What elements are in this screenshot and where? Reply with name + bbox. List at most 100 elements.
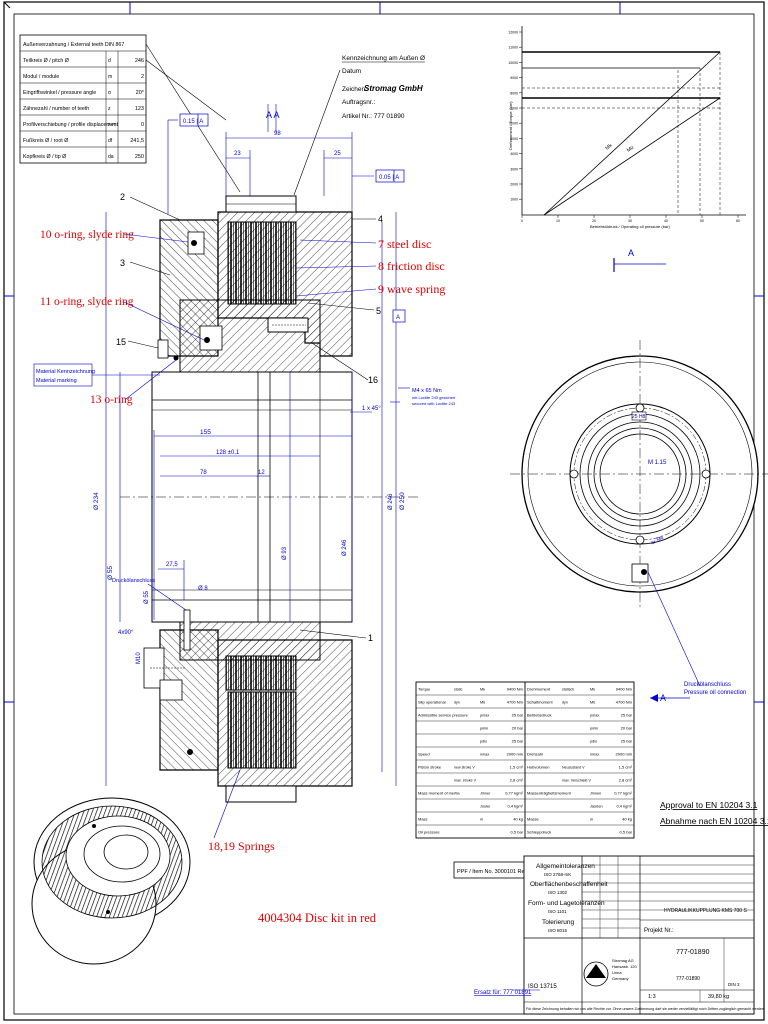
tech-left-value: 1,5 cm³ <box>510 765 524 770</box>
gear-row-label: Kopfkreis Ø / tip Ø <box>23 154 66 160</box>
dim-dia-8: Ø 8 <box>198 586 208 592</box>
chart-line-label-mk: Mk <box>604 142 613 151</box>
dim-dia-234: Ø 234 <box>93 492 100 510</box>
info-line-4: Auftragsnr.: <box>342 99 375 106</box>
tech-left-label: Admissible service pressure <box>418 713 469 718</box>
tech-left-value: 40 kg <box>513 817 523 822</box>
tolerance-text-1: 0.15 | A <box>183 119 203 125</box>
tech-right-value: 4700 Nm <box>616 700 633 705</box>
tech-left-value: 20 bar <box>512 726 524 731</box>
tech-right-value: 0,4 kgm² <box>616 804 632 809</box>
tech-left-symbol: pmin <box>480 727 488 731</box>
dim-128: 128 ±0,1 <box>216 450 240 456</box>
tech-right-symbol: Jinnen <box>590 792 601 796</box>
tech-right-symbol: pdis <box>590 740 597 744</box>
dim-98: 98 <box>274 131 281 137</box>
dim-m10: M10 <box>136 652 142 664</box>
chart-y-tick-label: 3000 <box>510 167 518 171</box>
tech-right-label: Drehmoment <box>527 687 551 692</box>
tech-right-label: Betriebsdruck <box>527 713 551 718</box>
tech-right-value: 25 bar <box>621 713 633 718</box>
tech-right-unit: dyn <box>562 701 568 705</box>
gear-row-value: 123 <box>135 106 144 112</box>
title-block: PPF / Item No. 3000101 Rev.03 Allgemeint… <box>453 855 765 1015</box>
chart-ylabel: Drehmoment / Torque (Nm) <box>508 101 513 150</box>
approval-de: Abnahme nach EN 10204 3.1 <box>660 816 768 826</box>
tech-left-label: Oil pressure <box>418 830 440 835</box>
tech-left-label: Mass moment of inertia <box>418 791 460 796</box>
dim-78: 78 <box>200 470 207 476</box>
tech-right-symbol: pmin <box>590 727 598 731</box>
tech-right-value: 0,77 kgm² <box>614 791 632 796</box>
chart-x-tick-label: 0 <box>521 219 523 223</box>
chart-y-tick-label: 7000 <box>510 107 518 111</box>
tech-right-unit: statisch <box>562 688 574 692</box>
toler-standard: ISO 8015 <box>548 928 568 933</box>
annotation-oring-10: 10 o-ring, slyde ring <box>40 229 134 241</box>
section-view-a-a <box>120 195 420 803</box>
gear-row-value: 250 <box>135 154 144 160</box>
part-number-4: 4 <box>378 214 383 224</box>
iso-13715: ISO 13715 <box>528 984 557 990</box>
perspective-sketch <box>31 797 191 965</box>
ppf-item-number: PPF / Item No. 3000101 Rev.03 <box>457 869 535 875</box>
gear-row-label: Außenverzahnung / External teeth DIN 867 <box>23 42 124 48</box>
tech-left-unit: new stroke V <box>454 766 475 770</box>
dimension-texts: 98 23 25 155 128 ±0,1 78 12 27,5 Ø 8 1 x… <box>93 131 456 664</box>
view-label-a-top: A <box>628 248 634 258</box>
annotation-wave-spring: 9 wave spring <box>378 282 445 296</box>
tech-left-unit: dyn <box>454 701 460 705</box>
tech-right-unit: Neuzustand V <box>562 766 585 770</box>
drawing-title: HYDRAULIKKUPPLUNG KMS 700 S <box>664 908 747 914</box>
info-line-5: Artikel Nr.: 777 01890 <box>342 113 405 120</box>
tech-right-symbol: pmax <box>590 714 599 718</box>
disc-pack-bottom <box>227 691 297 769</box>
scale-value: 1:3 <box>648 994 656 1000</box>
disc-pack-top <box>227 221 297 305</box>
torque-pressure-chart: 1200011000100009000800070006000500040003… <box>508 20 752 230</box>
chart-xlabel: Betriebsöldruck / Operating oil pressure… <box>590 224 670 229</box>
torque-line-mu <box>543 97 721 216</box>
tech-left-symbol: nmax <box>480 753 489 757</box>
tech-left-value: 4700 Nm <box>507 700 524 705</box>
toler-heading: Tolerierung <box>542 919 575 926</box>
tech-right-symbol: m <box>590 818 593 822</box>
info-line-2: Datum <box>342 68 361 75</box>
chart-y-tick-label: 1000 <box>510 198 518 202</box>
annotation-disc-kit: 4004304 Disc kit in red <box>258 911 377 925</box>
tech-left-label: Torque <box>418 687 431 692</box>
tech-left-symbol: pdis <box>480 740 487 744</box>
tech-left-value: 9400 Nm <box>507 687 524 692</box>
annotation-springs: 18,19 Springs <box>208 839 275 853</box>
chart-y-tick-label: 10000 <box>508 61 518 65</box>
chart-y-tick-label: 11000 <box>509 46 519 50</box>
surface-heading: Oberflächenbeschaffenheit <box>530 881 608 888</box>
chart-y-tick-label: 6000 <box>510 122 518 126</box>
tech-right-value: 9400 Nm <box>616 687 633 692</box>
part-number-5: 5 <box>376 306 381 316</box>
dim-dia-250: Ø 250 <box>399 492 406 510</box>
tolerance-frame-1: 0.15 | A <box>167 113 209 214</box>
tech-right-label: Masse <box>527 817 540 822</box>
info-line-3: Zeichen: <box>342 86 367 93</box>
tech-right-symbol: nmax <box>590 753 599 757</box>
gear-row-label: Zähnezahl / number of teeth <box>23 106 89 112</box>
gear-row-label: Modul / module <box>23 74 59 80</box>
form-standard: ISO 1101 <box>548 909 567 914</box>
company-name: Stromag AG <box>612 958 634 963</box>
brand-logo-text: Stromag GmbH <box>364 84 423 93</box>
replacement-note: Ersatz für: 777 01891 <box>474 990 532 996</box>
gear-row-label: Profilverschiebung / profile displacemen… <box>23 122 119 128</box>
dim-dia-246: Ø 246 <box>388 493 394 510</box>
chart-x-tick-label: 60 <box>736 219 740 223</box>
tech-right-unit: max. Verschleiß V <box>562 779 592 783</box>
tolerance-text-2: 0.05 | A <box>379 175 399 181</box>
front-view: A 25 H8 M 1.15 4x M6 Druckölanschluss Pr… <box>510 248 768 703</box>
gear-row-symbol: da <box>108 154 114 160</box>
oil-connection-label-2: Pressure oil connection <box>684 690 746 696</box>
part-number-3: 3 <box>120 258 125 268</box>
tech-left-value: 2,8 cm³ <box>510 778 524 783</box>
gear-row-label: Teilkreis Ø / pitch Ø <box>23 58 69 64</box>
gear-row-symbol: m <box>108 74 112 80</box>
